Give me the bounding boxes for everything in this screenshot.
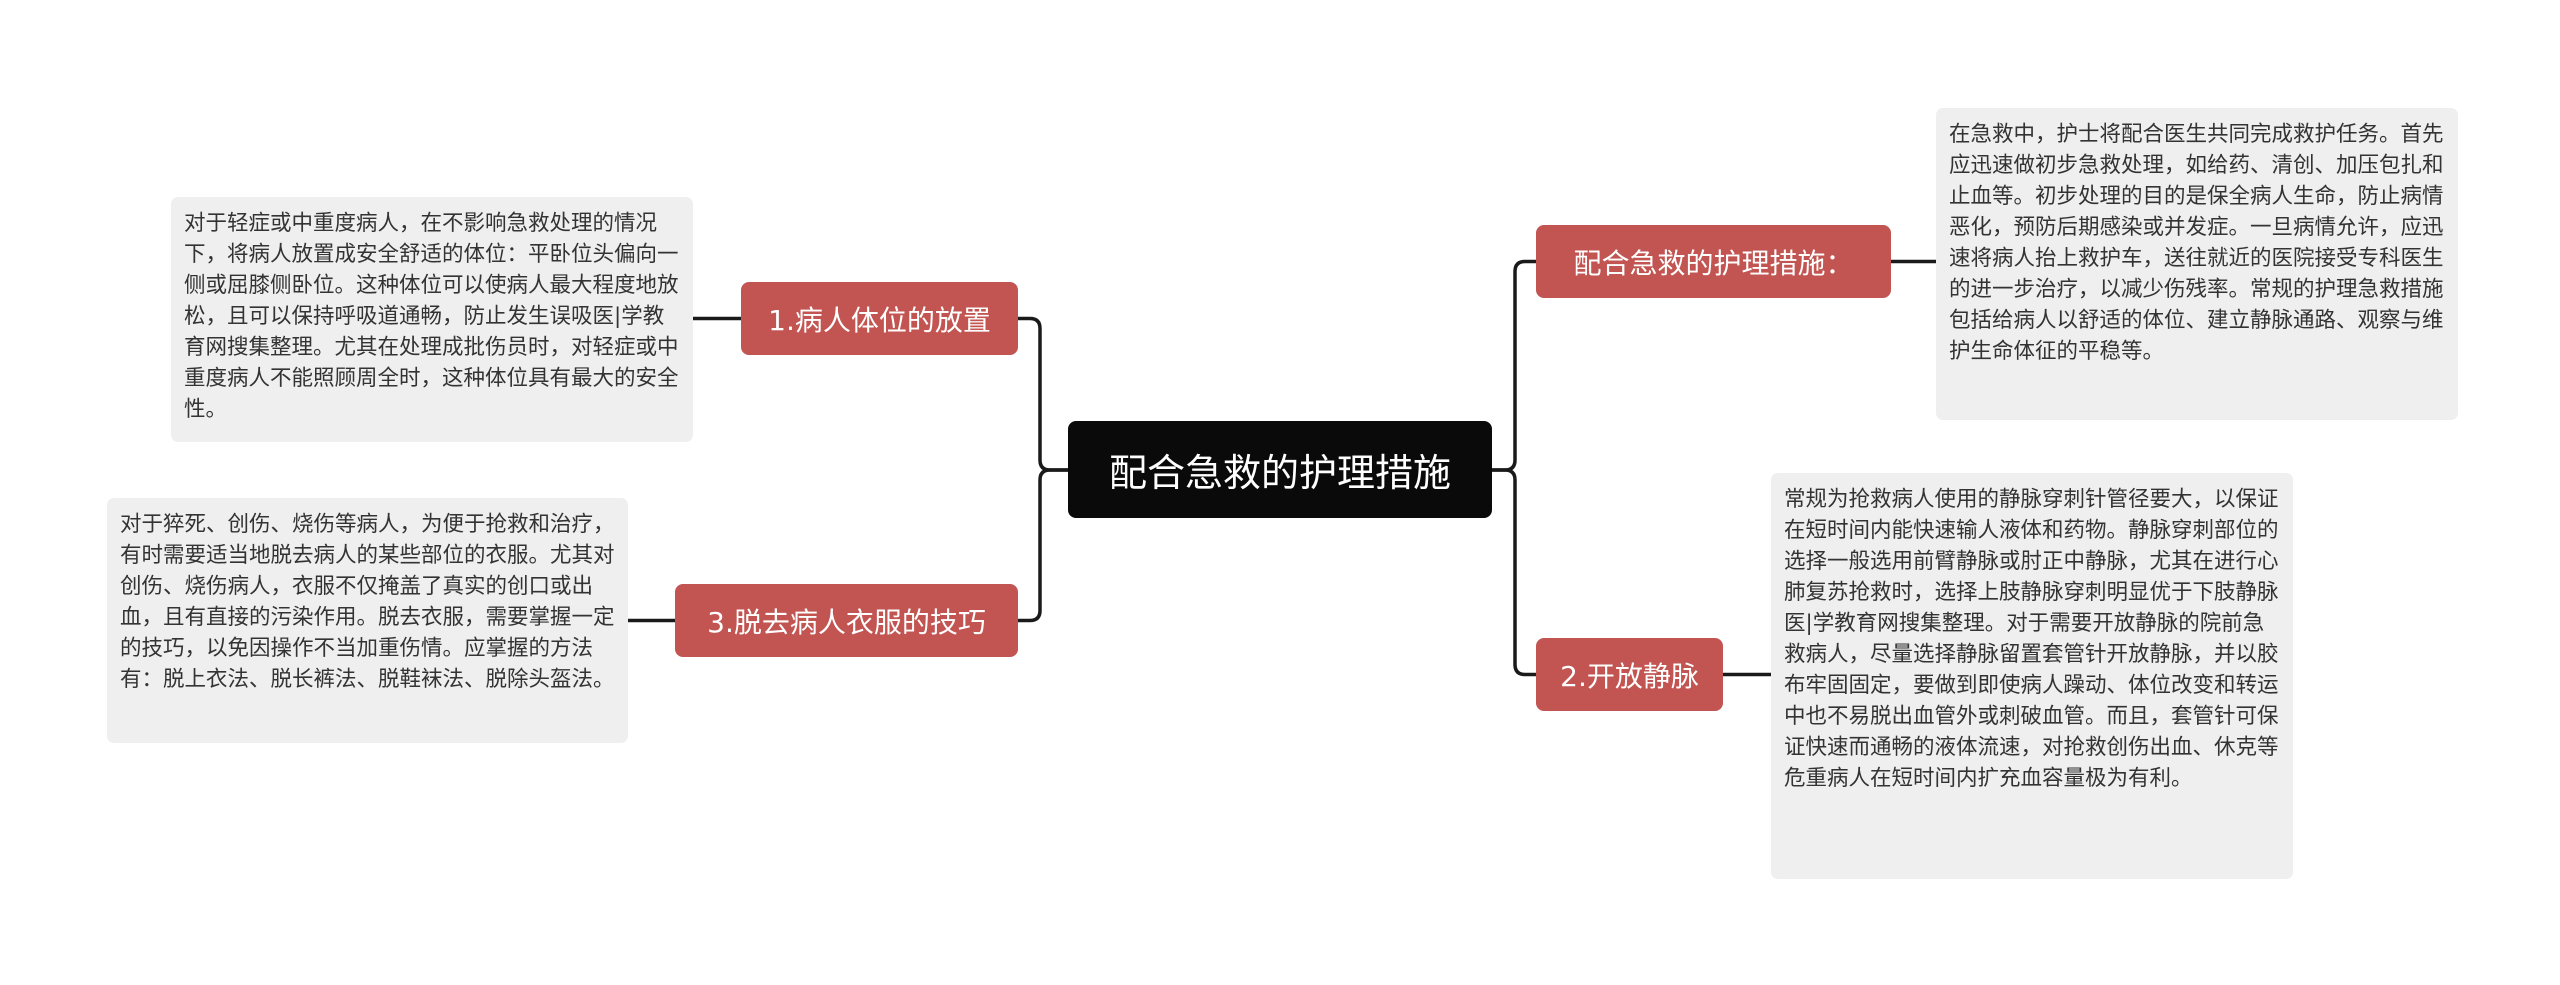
detail-nursing-measures: 在急救中，护士将配合医生共同完成救护任务。首先应迅速做初步急救处理，如给药、清创… — [1936, 108, 2458, 420]
central-topic[interactable]: 配合急救的护理措施 — [1068, 421, 1492, 518]
detail-open-vein: 常规为抢救病人使用的静脉穿刺针管径要大，以保证在短时间内能快速输人液体和药物。静… — [1771, 473, 2293, 879]
connector-root-to-left-2 — [1016, 468, 1070, 623]
branch-open-vein[interactable]: 2.开放静脉 — [1536, 638, 1723, 711]
connector-root-to-right-2 — [1490, 468, 1538, 677]
connector-root-to-left-1 — [1016, 316, 1070, 472]
branch-clothing-removal[interactable]: 3.脱去病人衣服的技巧 — [675, 584, 1018, 657]
detail-patient-positioning: 对于轻症或中重度病人，在不影响急救处理的情况下，将病人放置成安全舒适的体位：平卧… — [171, 197, 693, 442]
branch-patient-positioning[interactable]: 1.病人体位的放置 — [741, 282, 1018, 355]
detail-clothing-removal: 对于猝死、创伤、烧伤等病人，为便于抢救和治疗，有时需要适当地脱去病人的某些部位的… — [107, 498, 628, 743]
branch-nursing-measures[interactable]: 配合急救的护理措施： — [1536, 225, 1891, 298]
connector-root-to-right-1 — [1490, 259, 1538, 472]
